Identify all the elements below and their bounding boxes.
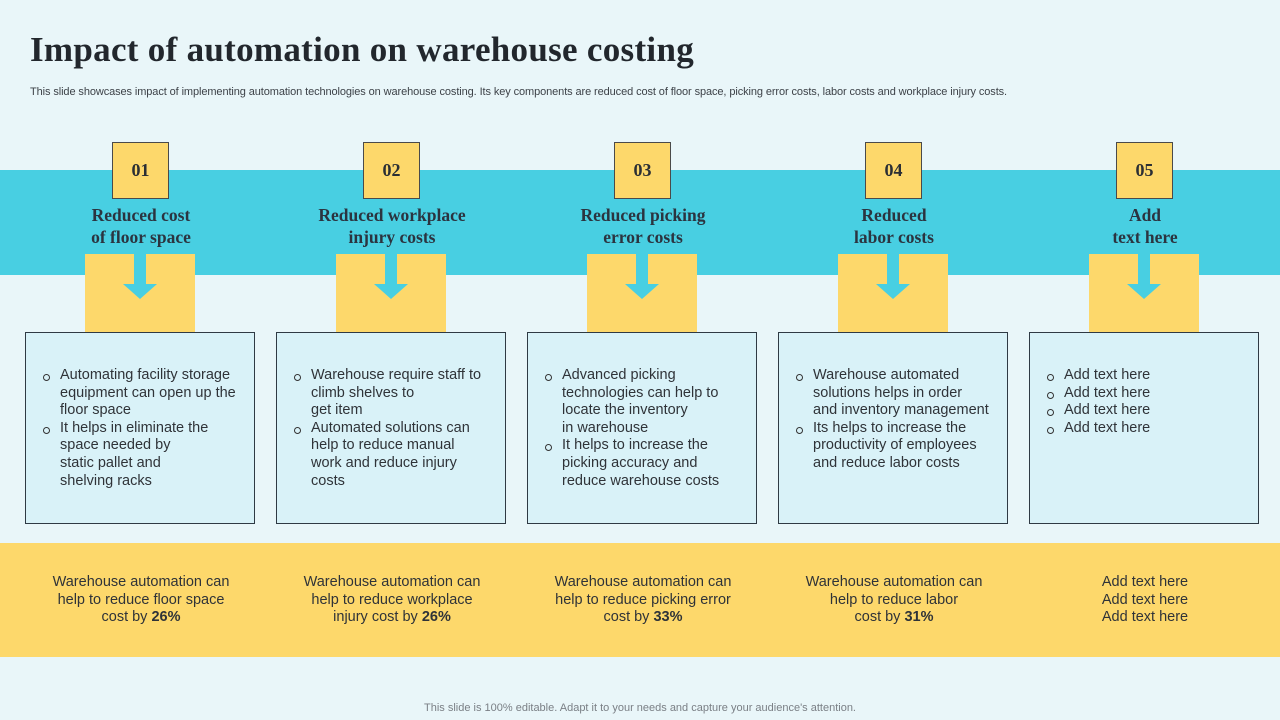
down-arrow-icon [374, 254, 408, 299]
summary-value: 26% [151, 609, 181, 626]
column-5: 05 Add text here Add text here Add text … [1029, 0, 1261, 720]
bullet-item: It helps in eliminate the space needed b… [42, 420, 244, 490]
detail-card: Advanced picking technologies can help t… [527, 332, 757, 524]
down-arrow-icon [123, 254, 157, 299]
detail-card: Automating facility storage equipment ca… [25, 332, 255, 524]
down-arrow-icon [1127, 254, 1161, 299]
step-number-box: 05 [1116, 142, 1173, 199]
column-2: 02 Reduced workplace injury costs Wareho… [276, 0, 508, 720]
summary-text: Warehouse automation can help to reduce … [778, 574, 1010, 627]
bullet-item: Add text here [1046, 385, 1248, 403]
step-number-box: 04 [865, 142, 922, 199]
bullet-item: Warehouse require staff to climb shelves… [293, 367, 495, 420]
detail-card: Warehouse require staff to climb shelves… [276, 332, 506, 524]
summary-label: Warehouse automation can help to reduce … [805, 574, 983, 626]
down-arrow-icon [876, 254, 910, 299]
step-number-box: 01 [112, 142, 169, 199]
summary-text: Warehouse automation can help to reduce … [276, 574, 508, 627]
summary-label: Warehouse automation can help to reduce … [554, 574, 732, 626]
bullet-item: Add text here [1046, 420, 1248, 438]
summary-label: Add text here Add text here Add text her… [1101, 574, 1189, 626]
detail-card: Add text here Add text here Add text her… [1029, 332, 1259, 524]
summary-value: 26% [421, 609, 451, 626]
bullet-item: Warehouse automated solutions helps in o… [795, 367, 997, 420]
bullet-item: Automating facility storage equipment ca… [42, 367, 244, 420]
summary-value: 31% [904, 609, 934, 626]
summary-value: 33% [653, 609, 683, 626]
column-3: 03 Reduced picking error costs Advanced … [527, 0, 759, 720]
down-arrow-icon [625, 254, 659, 299]
column-heading: Add text here [1112, 205, 1178, 247]
bullet-item: It helps to increase the picking accurac… [544, 437, 746, 490]
page-title: Impact of automation on warehouse costin… [30, 30, 695, 69]
bullet-item: Add text here [1046, 402, 1248, 420]
bullet-item: Its helps to increase the productivity o… [795, 420, 997, 473]
footer-note: This slide is 100% editable. Adapt it to… [424, 702, 856, 714]
summary-band [0, 543, 1280, 657]
column-heading: Reduced cost of floor space [91, 205, 191, 247]
column-heading: Reduced labor costs [854, 205, 934, 247]
step-number-box: 03 [614, 142, 671, 199]
column-heading: Reduced picking error costs [580, 205, 706, 247]
bullet-item: Add text here [1046, 367, 1248, 385]
column-4: 04 Reduced labor costs Warehouse automat… [778, 0, 1010, 720]
summary-text: Warehouse automation can help to reduce … [25, 574, 257, 627]
summary-label: Warehouse automation can help to reduce … [52, 574, 230, 626]
step-number-box: 02 [363, 142, 420, 199]
column-heading: Reduced workplace injury costs [318, 205, 466, 247]
column-1: 01 Reduced cost of floor space Automatin… [25, 0, 257, 720]
summary-text: Warehouse automation can help to reduce … [527, 574, 759, 627]
page-subtitle: This slide showcases impact of implement… [30, 86, 1008, 98]
summary-text: Add text here Add text here Add text her… [1029, 574, 1261, 627]
bullet-item: Automated solutions can help to reduce m… [293, 420, 495, 490]
bullet-item: Advanced picking technologies can help t… [544, 367, 746, 437]
detail-card: Warehouse automated solutions helps in o… [778, 332, 1008, 524]
summary-label: Warehouse automation can help to reduce … [303, 574, 481, 626]
